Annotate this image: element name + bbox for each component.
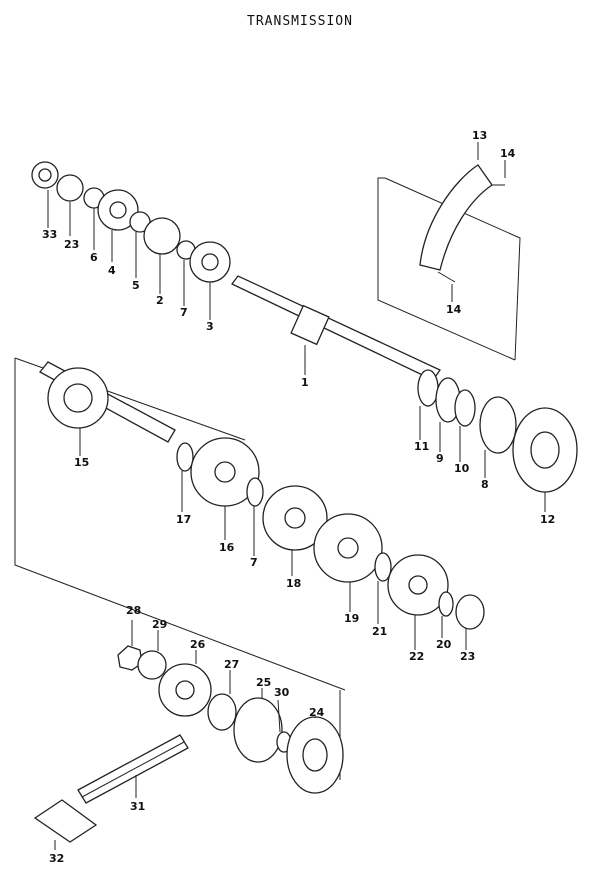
- callout-16: 16: [219, 541, 235, 554]
- callout-2: 2: [156, 294, 164, 307]
- callout-23-top: 23: [64, 238, 79, 251]
- callout-7-bottom: 7: [250, 556, 258, 569]
- lower-gear-set: [176, 437, 485, 630]
- counter-shaft: [39, 361, 176, 443]
- callout-12: 12: [540, 513, 555, 526]
- callout-4: 4: [108, 264, 116, 277]
- callout-20: 20: [436, 638, 452, 651]
- callout-15: 15: [74, 456, 89, 469]
- callout-26: 26: [190, 638, 206, 651]
- callout-8: 8: [481, 478, 489, 491]
- callout-5: 5: [132, 279, 140, 292]
- callout-1: 1: [301, 376, 309, 389]
- drive-chain: [33, 734, 189, 843]
- callout-18: 18: [286, 577, 301, 590]
- callout-17: 17: [176, 513, 191, 526]
- callout-9: 9: [436, 452, 444, 465]
- callout-33: 33: [42, 228, 57, 241]
- callout-29: 29: [152, 618, 167, 631]
- callout-labels: 33 23 6 4 5 2 7 3 1 13 14 14 11 9 10 8 1…: [42, 129, 555, 865]
- callout-14-bottom: 14: [446, 303, 462, 316]
- callout-10: 10: [454, 462, 470, 475]
- main-shaft: [231, 275, 441, 381]
- leader-lines: [47, 142, 546, 850]
- callout-32: 32: [49, 852, 64, 865]
- callout-27: 27: [224, 658, 239, 671]
- callout-24: 24: [309, 706, 325, 719]
- bracket: [419, 164, 505, 283]
- callout-21: 21: [372, 625, 387, 638]
- callout-28: 28: [126, 604, 141, 617]
- right-bearing-set: [417, 369, 578, 493]
- callout-22: 22: [409, 650, 424, 663]
- callout-3: 3: [206, 320, 214, 333]
- callout-13: 13: [472, 129, 487, 142]
- callout-7-top: 7: [180, 306, 188, 319]
- sprocket-group: [117, 645, 344, 794]
- diagram-title: TRANSMISSION: [247, 14, 353, 29]
- callout-30: 30: [274, 686, 290, 699]
- callout-23-bottom: 23: [460, 650, 475, 663]
- callout-19: 19: [344, 612, 359, 625]
- callout-11: 11: [414, 440, 429, 453]
- group-outlines: [14, 177, 521, 780]
- callout-6: 6: [90, 251, 98, 264]
- callout-14-top: 14: [500, 147, 516, 160]
- upper-gear-set: [31, 161, 231, 283]
- callout-25: 25: [256, 676, 271, 689]
- callout-31: 31: [130, 800, 145, 813]
